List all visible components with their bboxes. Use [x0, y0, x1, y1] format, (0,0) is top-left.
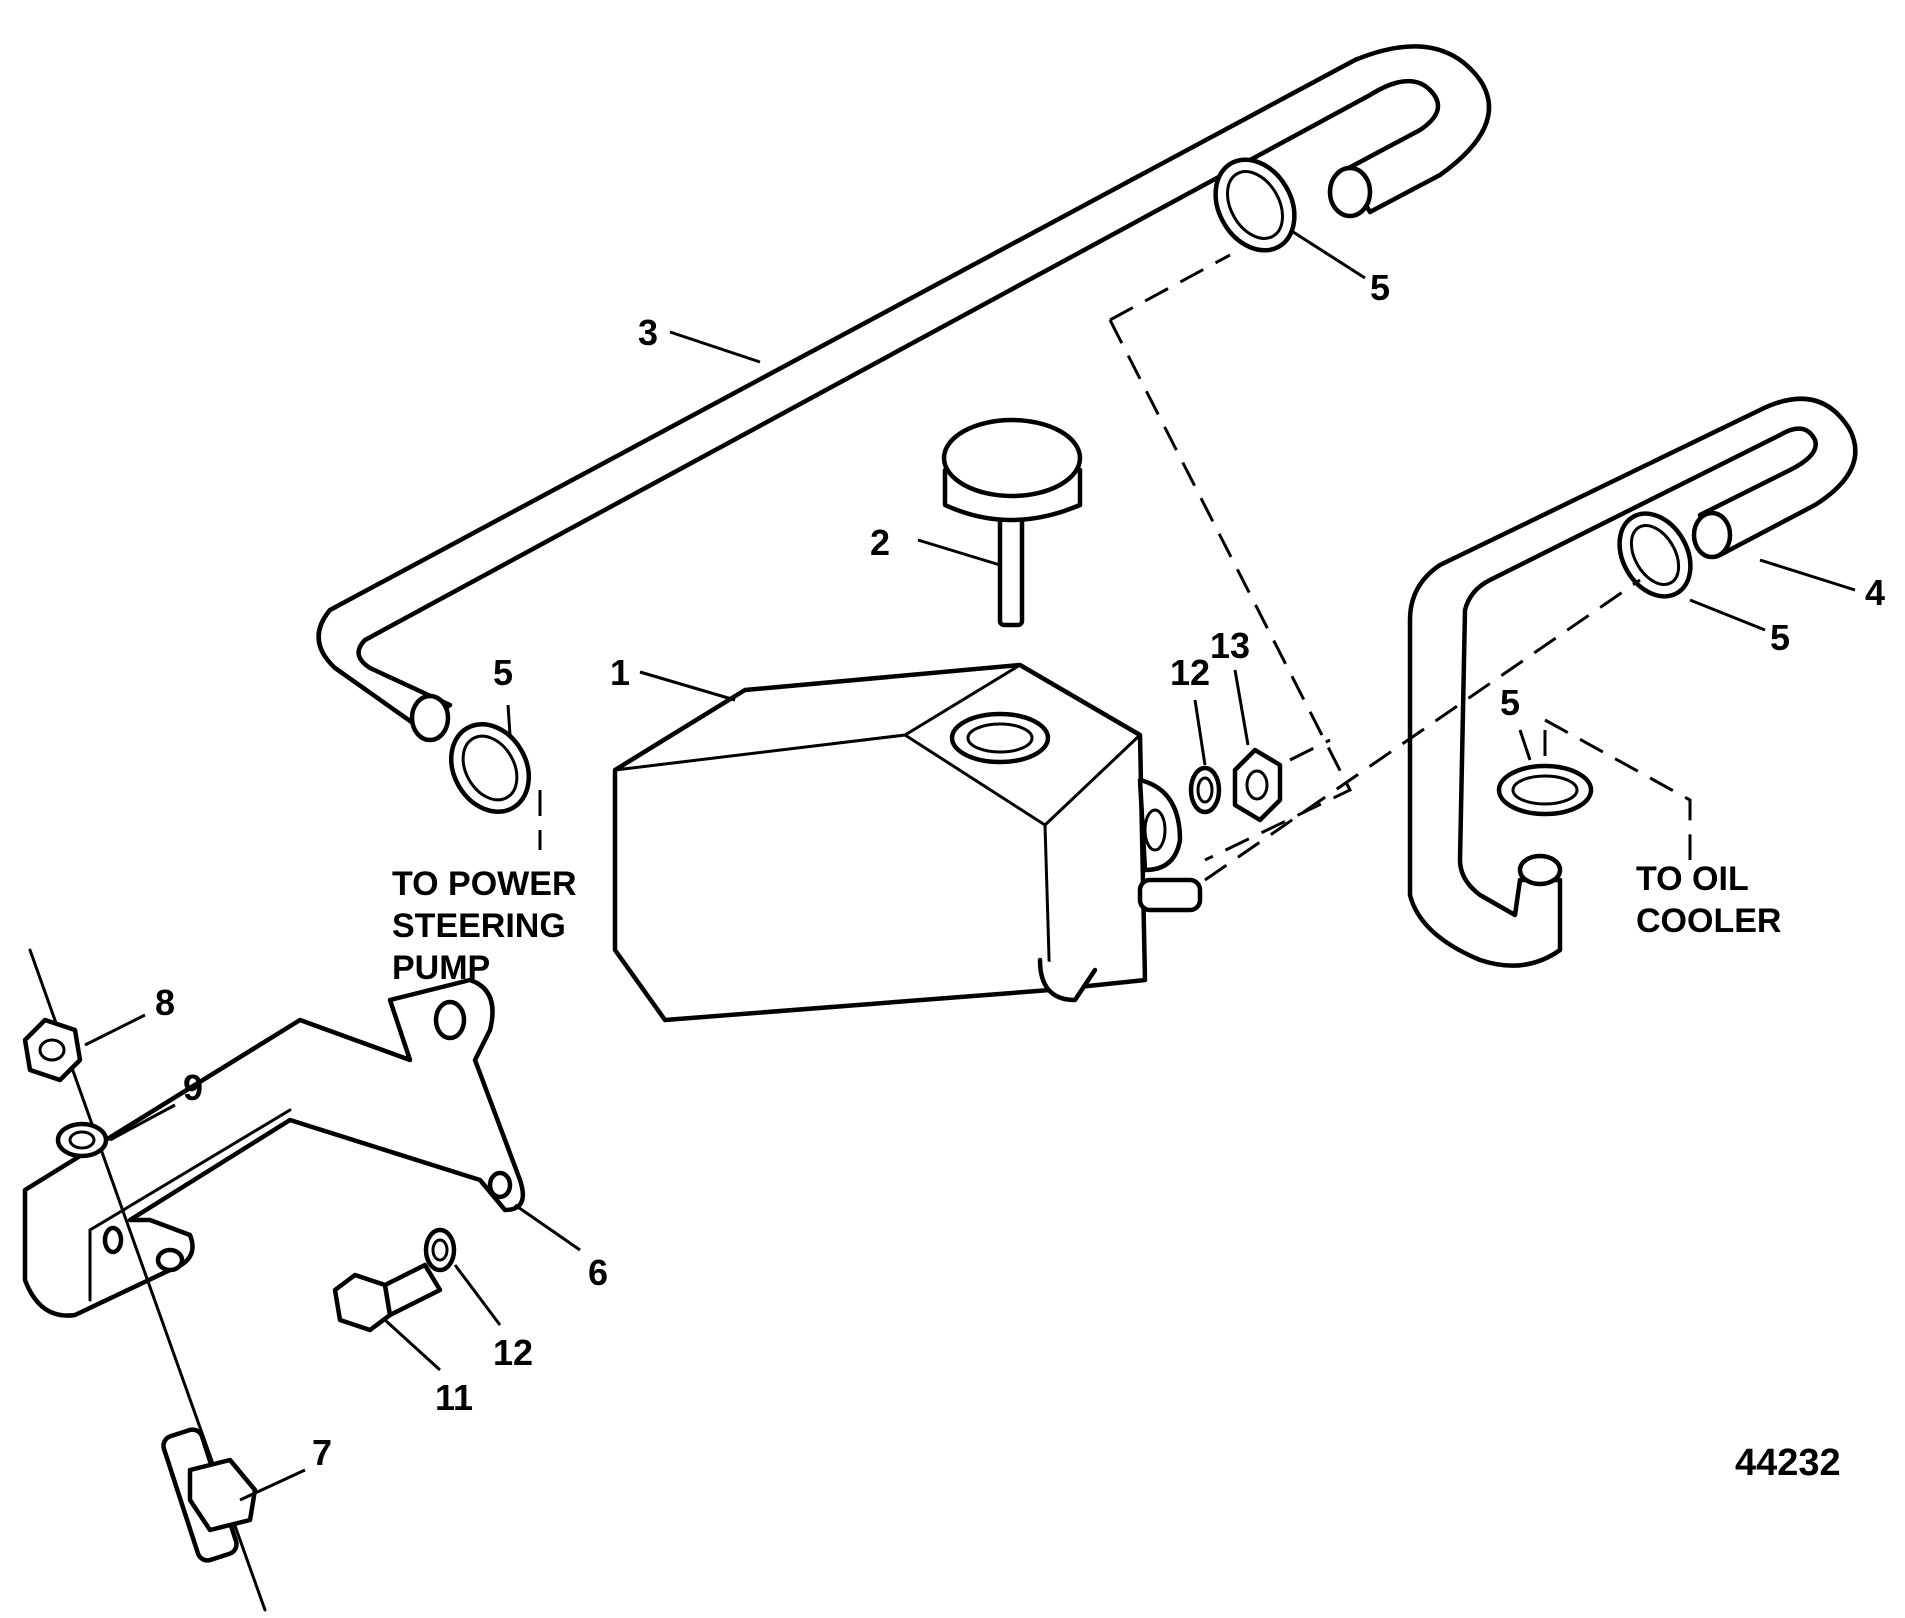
callout-9: 9 — [183, 1067, 203, 1108]
hose-clamp-upper — [1213, 157, 1297, 253]
callout-11: 11 — [435, 1377, 473, 1418]
callout-3: 3 — [638, 312, 658, 353]
callout-8: 8 — [155, 982, 175, 1023]
note-oil-cooler-line-2: COOLER — [1636, 902, 1781, 940]
note-power-steering-line-2: STEERING — [392, 907, 566, 945]
washer-reservoir — [1188, 765, 1222, 815]
hose-to-power-steering-pump — [316, 44, 1492, 743]
leader-lines — [84, 228, 1856, 1502]
note-power-steering-line-1: TO POWER — [392, 865, 577, 903]
callout-6: 6 — [588, 1252, 608, 1293]
callout-13: 13 — [1210, 625, 1250, 666]
callout-12-reservoir: 12 — [1170, 652, 1210, 693]
callout-2: 2 — [870, 522, 890, 563]
hose-clamp-right — [1617, 511, 1693, 599]
note-oil-cooler-line-1: TO OIL — [1636, 860, 1749, 898]
washer-bracket — [423, 1227, 457, 1273]
figure-number: 44232 — [1735, 1442, 1841, 1484]
reservoir-cap-dipstick — [941, 417, 1083, 628]
callout-1: 1 — [610, 652, 630, 693]
nut-bracket — [22, 1017, 83, 1083]
bolt — [332, 1262, 443, 1333]
note-to-power-steering-pump: TO POWER STEERING PUMP — [392, 865, 577, 987]
callout-5-pump: 5 — [493, 652, 513, 693]
lock-washer — [55, 1121, 109, 1159]
connection-lines — [538, 253, 1692, 882]
hose-clamp-pump-side — [449, 722, 531, 814]
callout-5-right: 5 — [1770, 617, 1790, 658]
oil-reservoir — [612, 662, 1203, 1023]
nut-reservoir — [1232, 747, 1283, 823]
hose-to-oil-cooler — [1407, 396, 1858, 968]
mounting-bracket — [22, 977, 526, 1318]
callout-12-bracket: 12 — [493, 1332, 533, 1373]
note-to-oil-cooler: TO OIL COOLER — [1636, 860, 1781, 940]
callout-4: 4 — [1865, 572, 1885, 613]
callout-7: 7 — [312, 1432, 332, 1473]
stud — [161, 1427, 258, 1563]
callout-5-cooler: 5 — [1500, 682, 1520, 723]
hose-clamp-cooler-side — [1496, 763, 1594, 817]
note-power-steering-line-3: PUMP — [392, 949, 490, 987]
callout-5-upper: 5 — [1370, 267, 1390, 308]
